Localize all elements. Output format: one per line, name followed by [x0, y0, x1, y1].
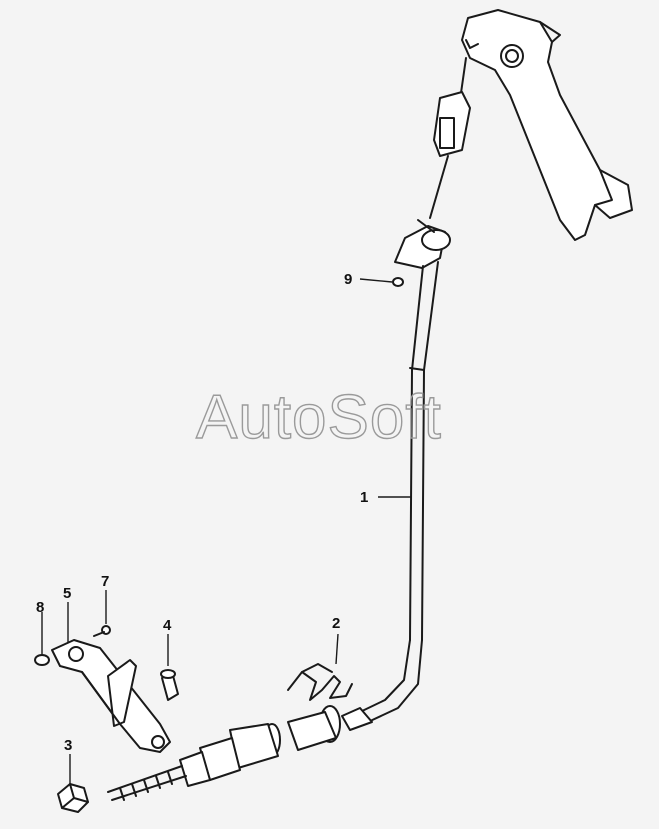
callout-1: 1 [360, 489, 368, 506]
lower-cable-fittings [107, 705, 373, 801]
upper-bracket [394, 219, 451, 269]
washer [34, 654, 50, 666]
leader-lines [41, 278, 412, 784]
callout-7: 7 [101, 573, 109, 590]
spring-clip [287, 663, 353, 701]
callout-9: 9 [344, 271, 352, 288]
cable-outer [359, 261, 439, 723]
bolt [93, 625, 111, 637]
nut [57, 783, 89, 813]
callout-8: 8 [36, 599, 44, 616]
lever-bracket [51, 639, 171, 753]
watermark: AutoSoft [196, 383, 442, 452]
callout-4: 4 [163, 617, 172, 634]
bushing [160, 669, 179, 701]
o-ring [392, 277, 404, 287]
callout-3: 3 [64, 737, 72, 754]
callout-2: 2 [332, 615, 340, 632]
cable-clevis [429, 57, 471, 219]
pedal-arm [461, 9, 633, 241]
callout-5: 5 [63, 585, 71, 602]
